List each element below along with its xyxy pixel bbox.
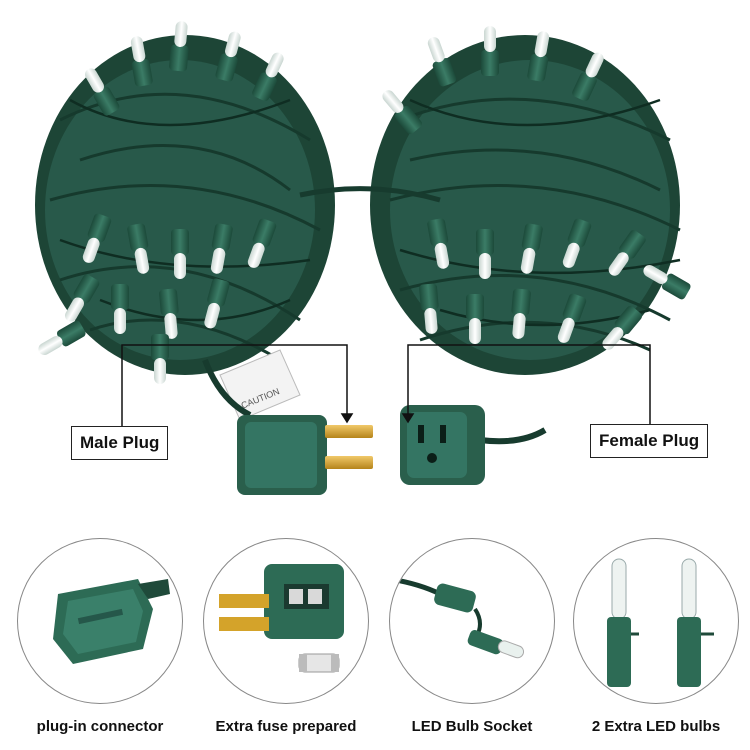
feature-caption: Extra fuse prepared: [215, 718, 357, 735]
plug-connector-icon: [53, 579, 170, 664]
left-bulbs: [38, 21, 284, 384]
string-lights-illustration: CAUTION: [35, 21, 691, 495]
feature-image: [203, 538, 369, 704]
female-plug-icon: [400, 405, 485, 485]
feature-extra-fuse: Extra fuse prepared: [200, 538, 372, 750]
feature-caption: LED Bulb Socket: [411, 718, 533, 735]
product-hero: CAUTION: [35, 21, 691, 495]
male-plug-label: Male Plug: [71, 426, 169, 460]
feature-image: [17, 538, 183, 704]
fuse-icon: [219, 564, 344, 673]
feature-extra-led-bulbs: 2 Extra LED bulbs: [570, 538, 742, 750]
bulb-socket-icon: [390, 576, 525, 659]
female-plug-label: Female Plug: [590, 424, 709, 458]
feature-image: [573, 538, 739, 704]
feature-caption: plug-in connector: [36, 718, 164, 735]
feature-caption: 2 Extra LED bulbs: [591, 718, 721, 735]
led-bulb-icon: [607, 558, 714, 687]
feature-plug-in-connector: plug-in connector: [14, 538, 186, 750]
left-light-bundle: [35, 35, 335, 375]
callout-lines: [121, 344, 651, 427]
connecting-wire: [299, 186, 441, 203]
male-plug-icon: [237, 415, 373, 495]
right-light-bundle: [370, 35, 681, 375]
feature-image: [389, 538, 555, 704]
feature-led-bulb-socket: LED Bulb Socket: [386, 538, 558, 750]
right-bulbs: [382, 26, 691, 350]
